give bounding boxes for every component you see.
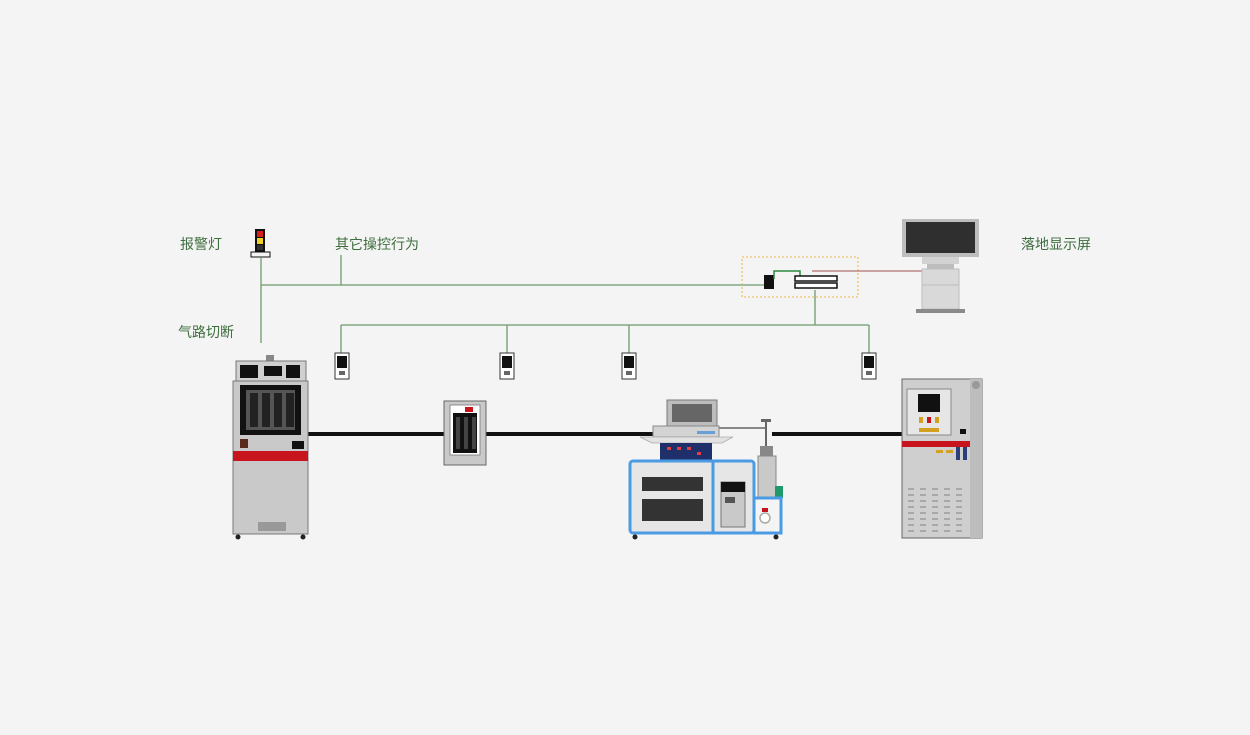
alarm-light-label: 报警灯 [180, 237, 222, 253]
sensor-icon [334, 352, 350, 380]
floor-display-kiosk [902, 219, 979, 313]
floor-display-label: 落地显示屏 [1021, 237, 1091, 253]
control-cabinet [901, 378, 983, 539]
gas-cabinet [232, 355, 309, 540]
sensor-icon [861, 352, 877, 380]
sensor-icon [621, 352, 637, 380]
cabinet-vents [908, 488, 962, 532]
other-operations-label: 其它操控行为 [335, 237, 419, 253]
gas-cutoff-label: 气路切断 [178, 325, 234, 341]
sensor-icon [499, 352, 515, 380]
controller-unit [741, 256, 922, 298]
alarm-light-icon [250, 229, 271, 258]
valve-box [443, 400, 487, 466]
process-tool [628, 399, 783, 540]
signal-lines [260, 255, 870, 353]
